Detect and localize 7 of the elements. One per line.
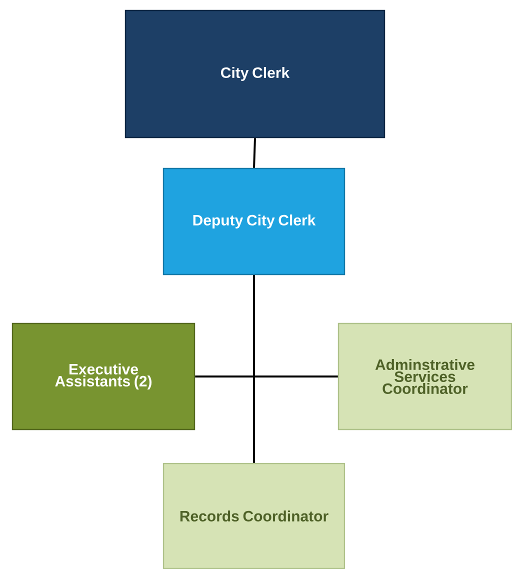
org-box: Adminstrative Services Coordinator xyxy=(338,322,512,430)
connector-line xyxy=(253,138,256,168)
org-box: Executive Assistants (2) xyxy=(12,322,196,430)
connector-line xyxy=(253,275,255,463)
org-box: Deputy City Clerk xyxy=(162,168,346,276)
org-box: City Clerk xyxy=(124,10,386,138)
org-box: Records Coordinator xyxy=(162,462,346,569)
